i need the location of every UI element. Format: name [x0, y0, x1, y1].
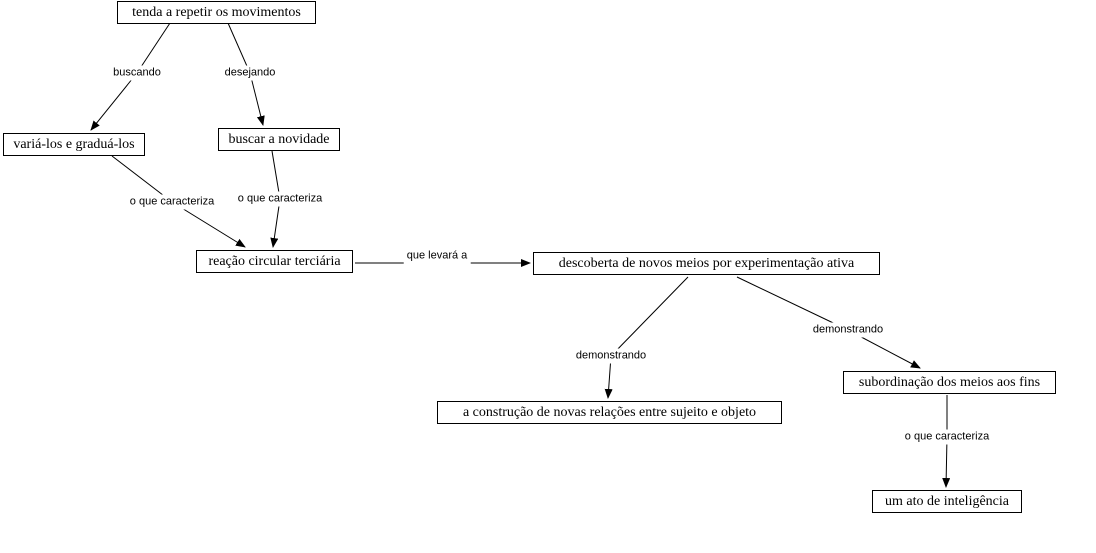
node-varia-los-gradua-los[interactable]: variá-los e graduá-los [3, 133, 145, 156]
node-ato-de-inteligencia[interactable]: um ato de inteligência [872, 490, 1022, 513]
node-buscar-a-novidade[interactable]: buscar a novidade [218, 128, 340, 151]
node-construcao-novas-relacoes[interactable]: a construção de novas relações entre suj… [437, 401, 782, 424]
node-subordinacao-meios-fins[interactable]: subordinação dos meios aos fins [843, 371, 1056, 394]
node-reacao-circular-terciaria[interactable]: reação circular terciária [196, 250, 353, 273]
link-label-o-que-caracteriza-mid[interactable]: o que caracteriza [234, 191, 326, 207]
node-tenda-a-repetir[interactable]: tenda a repetir os movimentos [117, 1, 316, 24]
link-label-buscando[interactable]: buscando [110, 65, 164, 81]
link-label-o-que-caracteriza-left[interactable]: o que caracteriza [126, 194, 218, 210]
link-label-que-levara-a[interactable]: que levará a [403, 248, 471, 264]
link-label-demonstrando-left[interactable]: demonstrando [572, 348, 650, 364]
link-label-demonstrando-right[interactable]: demonstrando [809, 322, 887, 338]
node-descoberta-novos-meios[interactable]: descoberta de novos meios por experiment… [533, 252, 880, 275]
edge-descoberta-demonstrando-construcao [604, 276, 689, 399]
link-label-desejando[interactable]: desejando [221, 65, 279, 81]
link-label-o-que-caracteriza-bottom[interactable]: o que caracteriza [901, 429, 993, 445]
